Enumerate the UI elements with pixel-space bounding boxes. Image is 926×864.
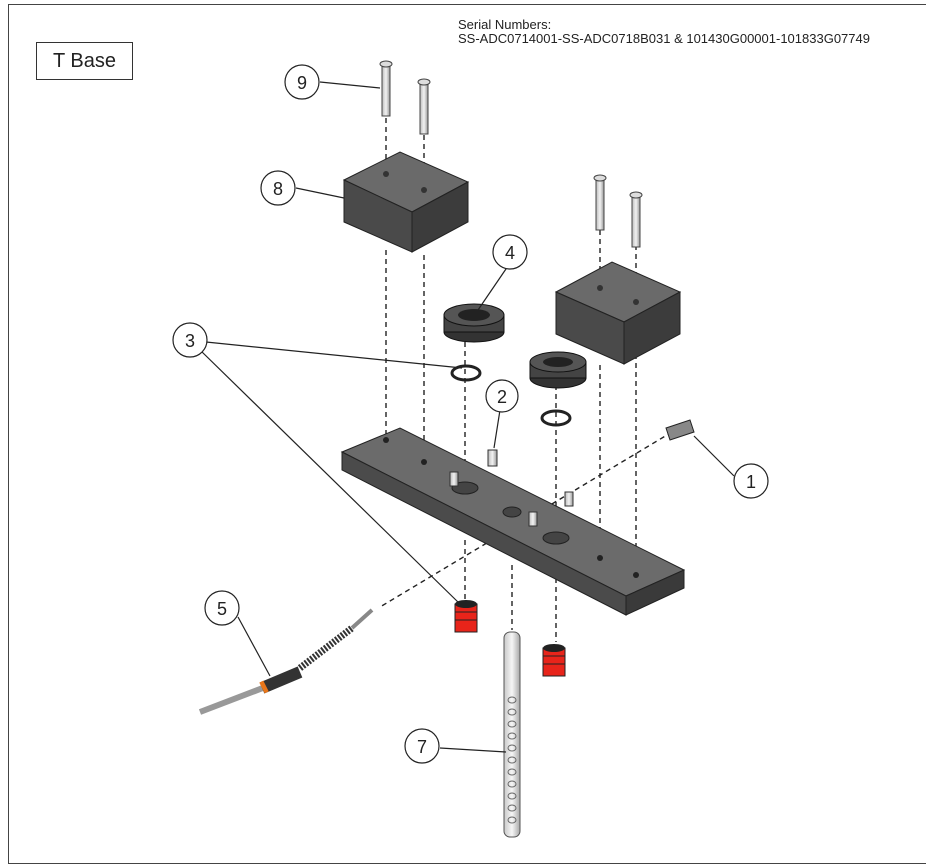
callout-1: 1 bbox=[733, 463, 769, 499]
adjustment-rod bbox=[503, 631, 521, 838]
svg-text:1: 1 bbox=[746, 472, 756, 492]
set-screw bbox=[487, 449, 498, 467]
spring-plunger bbox=[198, 608, 374, 715]
weight-block-right bbox=[554, 261, 682, 365]
callout-5: 5 bbox=[204, 590, 240, 626]
svg-text:3: 3 bbox=[185, 331, 195, 351]
retaining-rings bbox=[450, 364, 572, 427]
callout-3: 3 bbox=[172, 322, 208, 358]
svg-text:9: 9 bbox=[297, 73, 307, 93]
callouts: 1 2 3 4 5 7 8 9 bbox=[172, 64, 769, 764]
bushings bbox=[443, 303, 587, 389]
base-plate bbox=[340, 427, 686, 616]
callout-4: 4 bbox=[492, 234, 528, 270]
callout-8: 8 bbox=[260, 170, 296, 206]
svg-text:2: 2 bbox=[497, 387, 507, 407]
callout-7: 7 bbox=[404, 728, 440, 764]
svg-text:8: 8 bbox=[273, 179, 283, 199]
serial-numbers: Serial Numbers: SS-ADC0714001-SS-ADC0718… bbox=[458, 18, 870, 46]
callout-2: 2 bbox=[485, 379, 519, 413]
diagram-title: T Base bbox=[36, 42, 133, 80]
bumpers bbox=[454, 600, 566, 677]
spring-pin bbox=[665, 419, 695, 441]
leader-lines bbox=[199, 81, 735, 753]
weight-block-left bbox=[342, 151, 470, 253]
svg-text:7: 7 bbox=[417, 737, 427, 757]
svg-text:4: 4 bbox=[505, 243, 515, 263]
svg-text:5: 5 bbox=[217, 599, 227, 619]
serial-range: SS-ADC0714001-SS-ADC0718B031 & 101430G00… bbox=[458, 31, 870, 46]
socket-head-screws bbox=[379, 60, 643, 248]
serial-heading: Serial Numbers: bbox=[458, 17, 552, 32]
callout-9: 9 bbox=[284, 64, 320, 100]
